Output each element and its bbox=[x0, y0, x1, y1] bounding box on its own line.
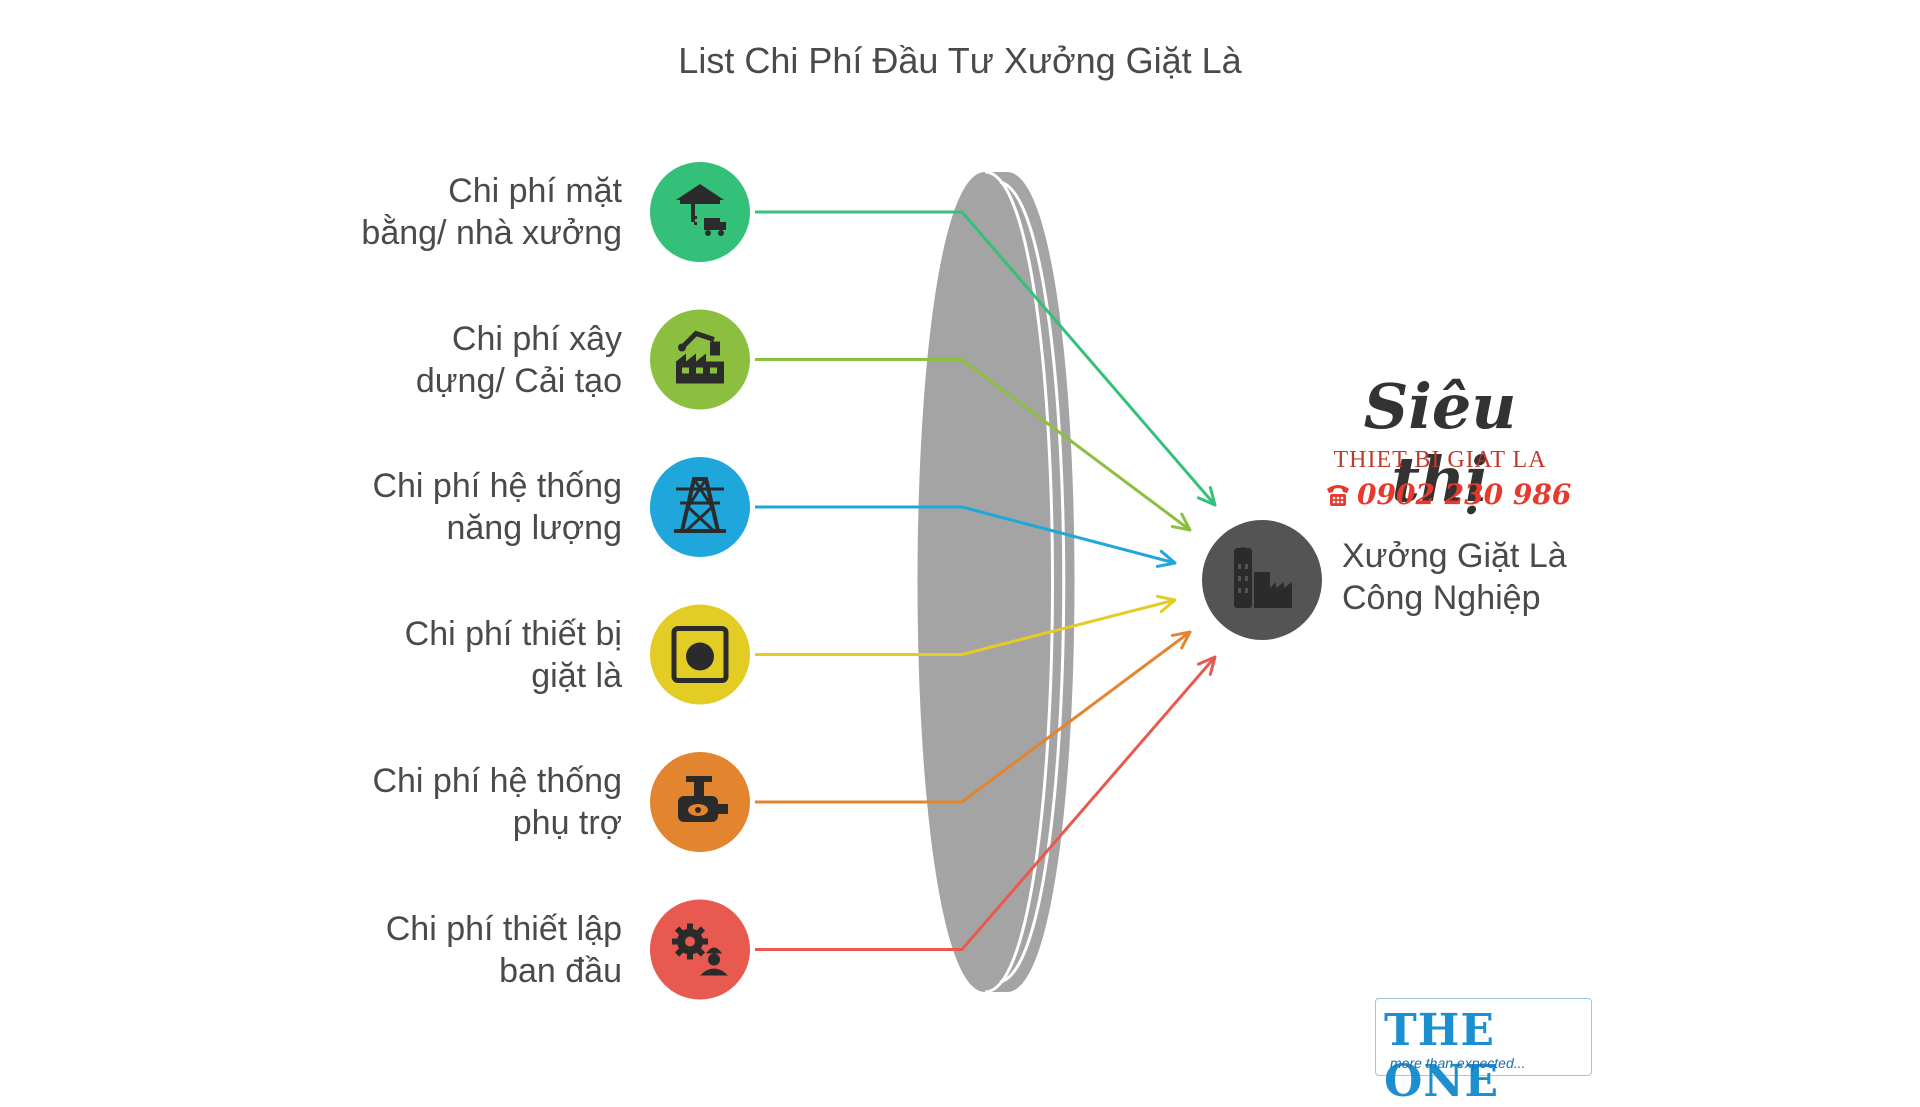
the-one-logo: THE ONE more than expected... bbox=[1375, 998, 1592, 1107]
brand-name: Siêu thị bbox=[1363, 370, 1517, 516]
source-label: Chi phí thiết lập ban đầu bbox=[385, 909, 622, 990]
source-node bbox=[650, 899, 750, 1000]
source-label: Chi phí hệ thống năng lượng bbox=[372, 467, 622, 547]
flow-arrow bbox=[755, 358, 1191, 532]
logo-tagline: more than expected... bbox=[1390, 1055, 1526, 1071]
source-label: Chi phí mặt bằng/ nhà xưởng bbox=[361, 172, 622, 252]
flow-arrow bbox=[755, 598, 1176, 656]
source-node bbox=[650, 309, 750, 410]
source-label: Chi phí hệ thống phụ trợ bbox=[372, 762, 622, 842]
arrow-head bbox=[1155, 594, 1177, 614]
flow-arrow bbox=[755, 505, 1176, 565]
diagram-title: List Chi Phí Đầu Tư Xưởng Giặt Là bbox=[678, 40, 1242, 81]
arrow-head bbox=[1155, 549, 1177, 568]
arrow-head bbox=[1196, 486, 1217, 507]
arrow-head bbox=[1170, 630, 1192, 650]
source-node bbox=[650, 457, 750, 557]
brand-phone: 0902 230 986 bbox=[1325, 478, 1571, 511]
source-label: Chi phí xây dựng/ Cải tạo bbox=[415, 319, 622, 400]
source-node bbox=[650, 162, 750, 262]
flow-arrow bbox=[755, 656, 1217, 951]
arrow-head bbox=[1170, 512, 1192, 532]
source-node bbox=[650, 604, 750, 705]
source-label: Chi phí thiết bị giặt là bbox=[404, 614, 622, 695]
target-node bbox=[1202, 520, 1322, 640]
flow-arrow bbox=[755, 630, 1191, 804]
source-node bbox=[650, 752, 750, 852]
phone-number: 0902 230 986 bbox=[1357, 478, 1572, 511]
telephone-icon bbox=[1327, 484, 1349, 506]
flow-diagram bbox=[650, 162, 1322, 1000]
brand-subtitle: THIET BI GIAT LA bbox=[1333, 447, 1547, 473]
lens-shape bbox=[917, 170, 1075, 994]
target-label: Xưởng Giặt Là Công Nghiệp bbox=[1342, 537, 1567, 617]
arrow-head bbox=[1196, 655, 1217, 676]
flow-arrow bbox=[755, 210, 1217, 506]
